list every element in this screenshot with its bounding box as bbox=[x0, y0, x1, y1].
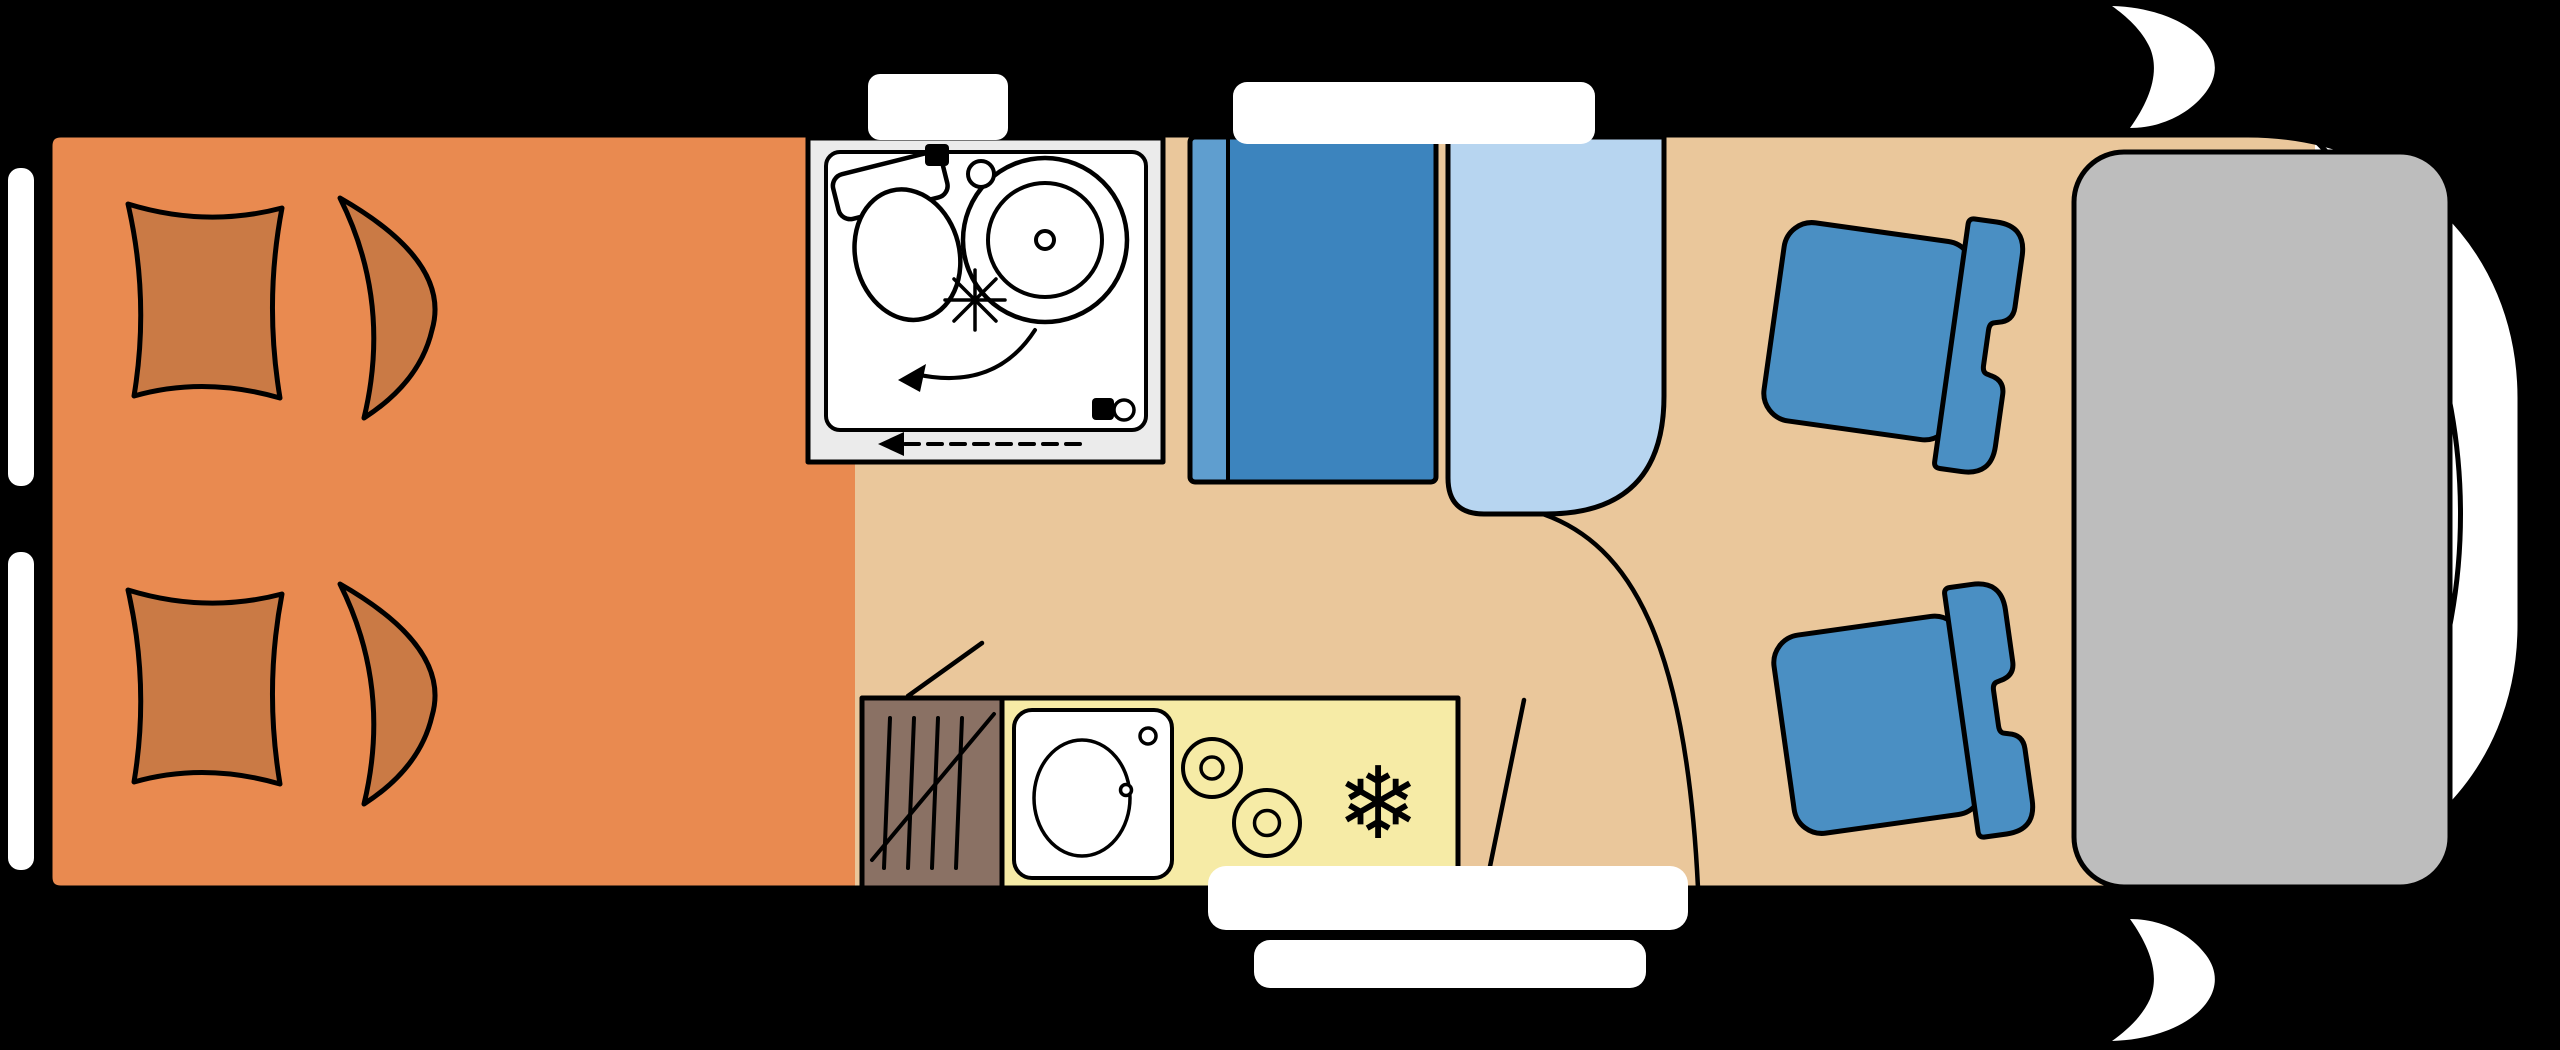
rear-bumper-top bbox=[8, 168, 34, 486]
bench-group bbox=[1187, 134, 1439, 485]
bed-pillow-bottom bbox=[125, 587, 285, 787]
sliding-door bbox=[1208, 866, 1688, 930]
swivel-seat-bottom bbox=[1771, 581, 2036, 840]
bed-pillow-top bbox=[125, 201, 285, 401]
floor-edge-curve bbox=[1540, 511, 1701, 891]
faucet bbox=[1138, 726, 1158, 746]
shower-spray-icon bbox=[943, 268, 1007, 332]
fridge-snowflake-icon: ❄ bbox=[1336, 745, 1420, 862]
hinge-block-top bbox=[925, 144, 949, 166]
cab-bed-overlay bbox=[2071, 149, 2453, 890]
partition-line-kitchen bbox=[905, 640, 985, 699]
sink-drain bbox=[1118, 782, 1134, 798]
bathroom-group bbox=[805, 135, 1166, 465]
toilet-bowl bbox=[852, 187, 963, 323]
bench-backrest bbox=[1190, 137, 1228, 482]
swivel-arrow bbox=[913, 328, 1037, 381]
mirror-icon-top bbox=[2112, 6, 2215, 128]
bench-seat bbox=[1228, 137, 1436, 482]
slide-arrow-head bbox=[878, 432, 904, 456]
hob-burner-large bbox=[1232, 788, 1302, 858]
dinette-table bbox=[1445, 134, 1667, 517]
shower-circle-inner bbox=[986, 181, 1104, 299]
seat-backrest bbox=[1942, 581, 2036, 840]
shower-drain bbox=[1034, 229, 1056, 251]
hinge-block-bottom bbox=[1092, 398, 1114, 420]
swivel-seat-top bbox=[1761, 216, 2026, 475]
door-knob bbox=[1112, 398, 1136, 422]
swivel-arrow-head bbox=[898, 364, 926, 392]
entry-step bbox=[1254, 940, 1646, 988]
mirror-icon-bottom bbox=[2112, 919, 2215, 1041]
bed-blanket-top bbox=[337, 195, 438, 421]
rear-bumper-bottom bbox=[8, 552, 34, 870]
sink-basin bbox=[1032, 738, 1132, 858]
shower-circle-outer bbox=[960, 155, 1130, 325]
window-dinette bbox=[1233, 82, 1595, 144]
entry-door-line bbox=[1483, 697, 1527, 889]
seat-backrest bbox=[1932, 216, 2026, 475]
hob-burner-small-center bbox=[1199, 755, 1225, 781]
heater-grille-icon bbox=[870, 712, 996, 870]
rear-bed-group bbox=[125, 195, 438, 807]
hob-burner-large-center bbox=[1252, 808, 1282, 838]
bed-blanket-bottom bbox=[337, 581, 438, 807]
kitchen-group: ❄ bbox=[859, 695, 1461, 891]
toilet bbox=[830, 150, 963, 323]
hob-burner-small bbox=[1181, 737, 1243, 799]
shower-head bbox=[966, 159, 996, 189]
window-bathroom bbox=[868, 74, 1008, 140]
